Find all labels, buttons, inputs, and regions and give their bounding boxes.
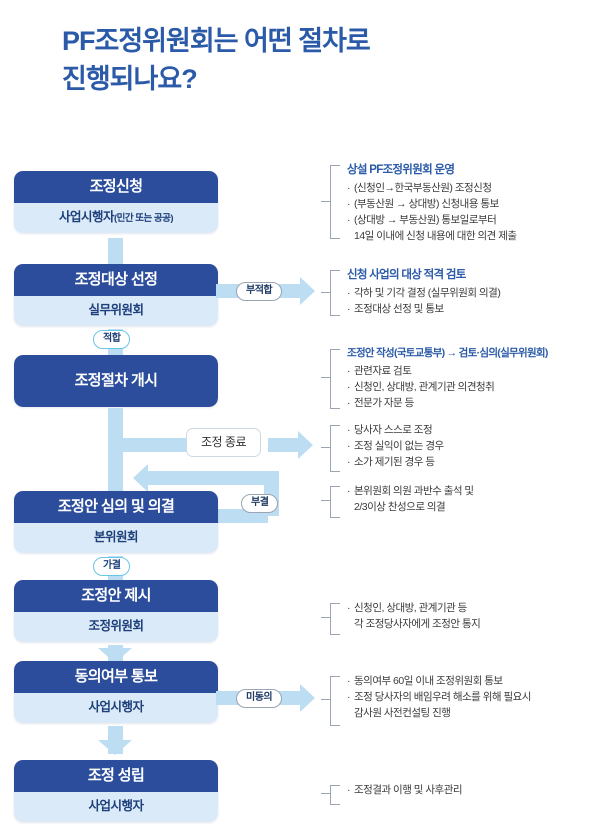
annotation-item: 소가 제기된 경우 등 bbox=[347, 455, 602, 471]
arrowhead-6-to-7 bbox=[98, 740, 132, 755]
branch-connector-jongryo-right bbox=[268, 438, 304, 452]
branch-connector-jongryo bbox=[118, 438, 188, 452]
annotation-list: 동의여부 60일 이내 조정위원회 통보 조정 당사자의 배임우려 해소를 위해… bbox=[347, 674, 602, 722]
annotation-item-continuation: 각 조정당사자에게 조정안 통지 bbox=[354, 617, 481, 630]
annotation-uigyeol-jeongjoksu: 본위원회 의원 과반수 출석 및 2/3이상 찬성으로 의결 bbox=[321, 484, 602, 518]
page-title-line-1: PF조정위원회는 어떤 절차로 bbox=[62, 26, 371, 56]
annotation-item: 조정결과 이행 및 사후관리 bbox=[347, 783, 602, 799]
flow-node-header: 조정신청 bbox=[14, 171, 218, 203]
flow-node-header: 조정 성립 bbox=[14, 760, 218, 792]
annotation-list: 당사자 스스로 조정 조정 실익이 없는 경우 소가 제기된 경우 등 bbox=[347, 423, 602, 471]
flow-node-body: 사업시행자 bbox=[14, 792, 218, 822]
annotation-heading: 신청 사업의 대상 적격 검토 bbox=[347, 269, 466, 281]
flow-node-body-main: 사업시행자 bbox=[58, 210, 115, 224]
connector-3-to-4 bbox=[108, 408, 123, 508]
annotation-dongui-tongbo: 동의여부 60일 이내 조정위원회 통보 조정 당사자의 배임우려 해소를 위해… bbox=[321, 674, 602, 726]
annotation-item: (상대방 → 부동산원) 통보일로부터 bbox=[347, 213, 602, 229]
flow-node-body-main: 조정위원회 bbox=[88, 619, 144, 633]
annotation-jojeongan-tongji: 신청인, 상대방, 관계기관 등 각 조정당사자에게 조정안 통지 bbox=[321, 601, 602, 635]
page-title-line-2: 진행되나요? bbox=[62, 64, 198, 95]
annotation-list: 신청인, 상대방, 관계기관 등 각 조정당사자에게 조정안 통지 bbox=[347, 601, 602, 633]
annotation-item: 관련자료 검토 bbox=[347, 364, 602, 380]
annotation-item-continuation: 감사원 사전컨설팅 진행 bbox=[354, 706, 451, 719]
flow-node-header: 조정대상 선정 bbox=[14, 264, 218, 296]
badge-gagyeol[interactable]: 가결 bbox=[93, 557, 131, 576]
flow-node-jojeong-seongrip[interactable]: 조정 성립 사업시행자 bbox=[14, 760, 218, 822]
annotation-item: (부동산원 → 상대방) 신청내용 통보 bbox=[347, 197, 602, 213]
flow-node-header: 조정안 제시 bbox=[14, 580, 218, 612]
page-title: PF조정위원회는 어떤 절차로 진행되나요? bbox=[62, 22, 562, 99]
flow-node-body: 본위원회 bbox=[14, 523, 218, 553]
annotation-item: 신청인, 상대방, 관계기관 의견청취 bbox=[347, 380, 602, 396]
annotation-jojeongan-jakseong: 조정안 작성(국토교통부) → 검토·심의(실무위원회) 관련자료 검토 신청인… bbox=[321, 347, 602, 412]
flow-node-body-main: 사업시행자 bbox=[88, 799, 144, 813]
label-jojeong-jongryo[interactable]: 조정 종료 bbox=[186, 428, 261, 457]
annotation-heading: 조정안 작성(국토교통부) → 검토·심의(실무위원회) bbox=[347, 347, 548, 359]
annotation-list: 본위원회 의원 과반수 출석 및 2/3이상 찬성으로 의결 bbox=[347, 484, 602, 516]
annotation-sangseol-unyeong: 상설 PF조정위원회 운영 (신청인→한국부동산원) 조정신청 (부동산원 → … bbox=[321, 163, 602, 245]
flow-node-jojeongsincheong[interactable]: 조정신청 사업시행자(민간 또는 공공) bbox=[14, 171, 218, 233]
annotation-item: 조정 당사자의 배임우려 해소를 위해 필요시 bbox=[347, 690, 602, 706]
annotation-item-continuation: 14일 이내에 신청 내용에 대한 의견 제출 bbox=[354, 230, 517, 243]
badge-jeokhap[interactable]: 적합 bbox=[93, 330, 131, 349]
flow-node-body-main: 본위원회 bbox=[93, 530, 139, 544]
feedback-arrowhead-bugyeol bbox=[133, 464, 148, 492]
feedback-connector-bugyeol-horizontal bbox=[148, 471, 278, 485]
connector-1-to-2 bbox=[108, 238, 123, 272]
annotation-item: 조정 실익이 없는 경우 bbox=[347, 439, 602, 455]
annotation-list: 각하 및 기각 결정 (실무위원회 의결) 조정대상 선정 및 통보 bbox=[347, 286, 602, 318]
flow-node-dongui-yeobu-tongbo[interactable]: 동의여부 통보 사업시행자 bbox=[14, 661, 218, 723]
flow-node-body: 사업시행자 bbox=[14, 693, 218, 723]
annotation-item: 동의여부 60일 이내 조정위원회 통보 bbox=[347, 674, 602, 690]
annotation-item: 신청인, 상대방, 관계기관 등 bbox=[347, 601, 602, 617]
flow-node-body: 사업시행자(민간 또는 공공) bbox=[14, 203, 218, 233]
annotation-list: (신청인→한국부동산원) 조정신청 (부동산원 → 상대방) 신청내용 통보 (… bbox=[347, 181, 602, 245]
badge-bugyeol[interactable]: 부결 bbox=[241, 494, 279, 513]
annotation-list: 조정결과 이행 및 사후관리 bbox=[347, 783, 602, 799]
flow-node-body: 실무위원회 bbox=[14, 296, 218, 326]
annotation-list: 관련자료 검토 신청인, 상대방, 관계기관 의견청취 전문가 자문 등 bbox=[347, 364, 602, 412]
flow-node-body-main: 실무위원회 bbox=[88, 303, 144, 317]
flow-node-body-sub: (민간 또는 공공) bbox=[113, 213, 174, 224]
flow-node-header: 조정절차 개시 bbox=[14, 355, 218, 407]
branch-arrowhead-jongryo bbox=[298, 431, 313, 459]
annotation-item: 당사자 스스로 조정 bbox=[347, 423, 602, 439]
annotation-jongryo-sayu: 당사자 스스로 조정 조정 실익이 없는 경우 소가 제기된 경우 등 bbox=[321, 423, 602, 472]
annotation-item: 전문가 자문 등 bbox=[347, 396, 602, 412]
flow-node-body: 조정위원회 bbox=[14, 612, 218, 642]
branch-arrowhead-bujeokhap bbox=[300, 277, 315, 305]
annotation-sahugwanri: 조정결과 이행 및 사후관리 bbox=[321, 783, 602, 805]
annotation-item: 조정대상 선정 및 통보 bbox=[347, 302, 602, 318]
annotation-item: (신청인→한국부동산원) 조정신청 bbox=[347, 181, 602, 197]
flow-node-jojeongjeolcha-gaesi[interactable]: 조정절차 개시 bbox=[14, 355, 218, 407]
badge-midongui[interactable]: 미동의 bbox=[236, 689, 283, 708]
flow-node-header: 조정안 심의 및 의결 bbox=[14, 491, 218, 523]
annotation-item: 각하 및 기각 결정 (실무위원회 의결) bbox=[347, 286, 602, 302]
flow-node-jojeongan-jesi[interactable]: 조정안 제시 조정위원회 bbox=[14, 580, 218, 642]
annotation-heading: 상설 PF조정위원회 운영 bbox=[347, 164, 455, 176]
badge-bujeokhap[interactable]: 부적합 bbox=[236, 282, 283, 301]
flow-node-body-main: 사업시행자 bbox=[88, 700, 144, 714]
annotation-item: 본위원회 의원 과반수 출석 및 bbox=[347, 484, 602, 500]
branch-arrowhead-midongui bbox=[300, 684, 315, 712]
flow-node-jojeongan-simui-uigyeol[interactable]: 조정안 심의 및 의결 본위원회 bbox=[14, 491, 218, 553]
flow-node-header: 동의여부 통보 bbox=[14, 661, 218, 693]
arrowhead-5-to-6 bbox=[98, 648, 132, 663]
annotation-daesang-jeokgyeok: 신청 사업의 대상 적격 검토 각하 및 기각 결정 (실무위원회 의결) 조정… bbox=[321, 268, 602, 318]
annotation-item-continuation: 2/3이상 찬성으로 의결 bbox=[354, 500, 446, 513]
flow-node-jojeongdaesang-seonjeong[interactable]: 조정대상 선정 실무위원회 bbox=[14, 264, 218, 326]
